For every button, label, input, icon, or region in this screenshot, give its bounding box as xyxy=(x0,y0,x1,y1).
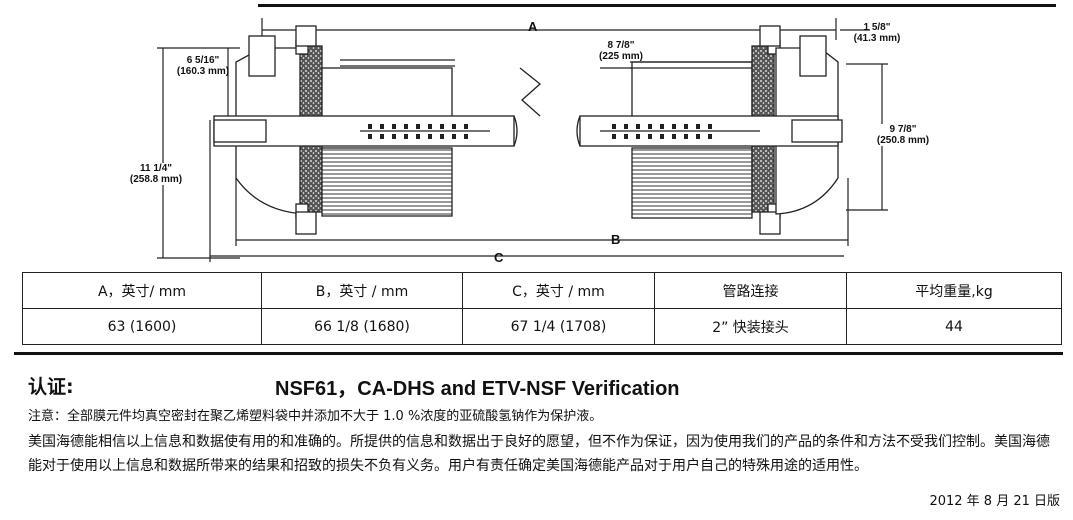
storage-note: 注意：全部膜元件均真空密封在聚乙烯塑料袋中并添加不大于 1.0 %浓度的亚硫酸氢… xyxy=(28,409,603,424)
header-cell: 平均重量,kg xyxy=(846,272,1062,309)
value-cell: 2” 快装接头 xyxy=(654,308,847,345)
spec-header-row: A，英寸/ mm B，英寸 / mm C，英寸 / mm 管路连接 平均重量,k… xyxy=(22,272,1062,309)
disclaimer-text: 美国海德能相信以上信息和数据使有用的和准确的。所提供的信息和数据出于良好的愿望，… xyxy=(28,434,1050,474)
dim-right-top-label: 1 5/8" (41.3 mm) xyxy=(853,22,901,44)
vessel-schematic xyxy=(157,18,888,262)
value-cell: 44 xyxy=(846,308,1062,345)
section-rule xyxy=(14,352,1063,355)
dim-mid-label: 8 7/8" (225 mm) xyxy=(599,40,643,62)
certification-heading: 认证: xyxy=(28,376,74,398)
value-cell: 63 (1600) xyxy=(22,308,262,345)
value-cell: 67 1/4 (1708) xyxy=(462,308,655,345)
certification-value: NSF61，CA-DHS and ETV-NSF Verification xyxy=(275,378,680,400)
header-cell: 管路连接 xyxy=(654,272,847,309)
dimension-c-label: C xyxy=(494,250,504,265)
spec-table: A，英寸/ mm B，英寸 / mm C，英寸 / mm 管路连接 平均重量,k… xyxy=(22,272,1062,345)
membrane-vessel-drawing: A B C 6 5/16" (160.3 mm) 11 1/4" (258.8 … xyxy=(116,18,944,265)
edition-date: 2012 年 8 月 21 日版 xyxy=(929,494,1060,509)
spec-value-row: 63 (1600) 66 1/8 (1680) 67 1/4 (1708) 2”… xyxy=(22,308,1062,345)
top-rule xyxy=(258,4,1056,7)
dimension-a-label: A xyxy=(528,19,538,34)
header-cell: B，英寸 / mm xyxy=(261,272,463,309)
dimension-b-label: B xyxy=(611,232,621,247)
value-cell: 66 1/8 (1680) xyxy=(261,308,463,345)
dim-right-side-label: 9 7/8" (250.8 mm) xyxy=(862,124,944,146)
header-cell: A，英寸/ mm xyxy=(22,272,262,309)
header-cell: C，英寸 / mm xyxy=(462,272,655,309)
dim-left-overall-label: 11 1/4" (258.8 mm) xyxy=(116,163,196,185)
dim-left-top-label: 6 5/16" (160.3 mm) xyxy=(176,55,230,77)
